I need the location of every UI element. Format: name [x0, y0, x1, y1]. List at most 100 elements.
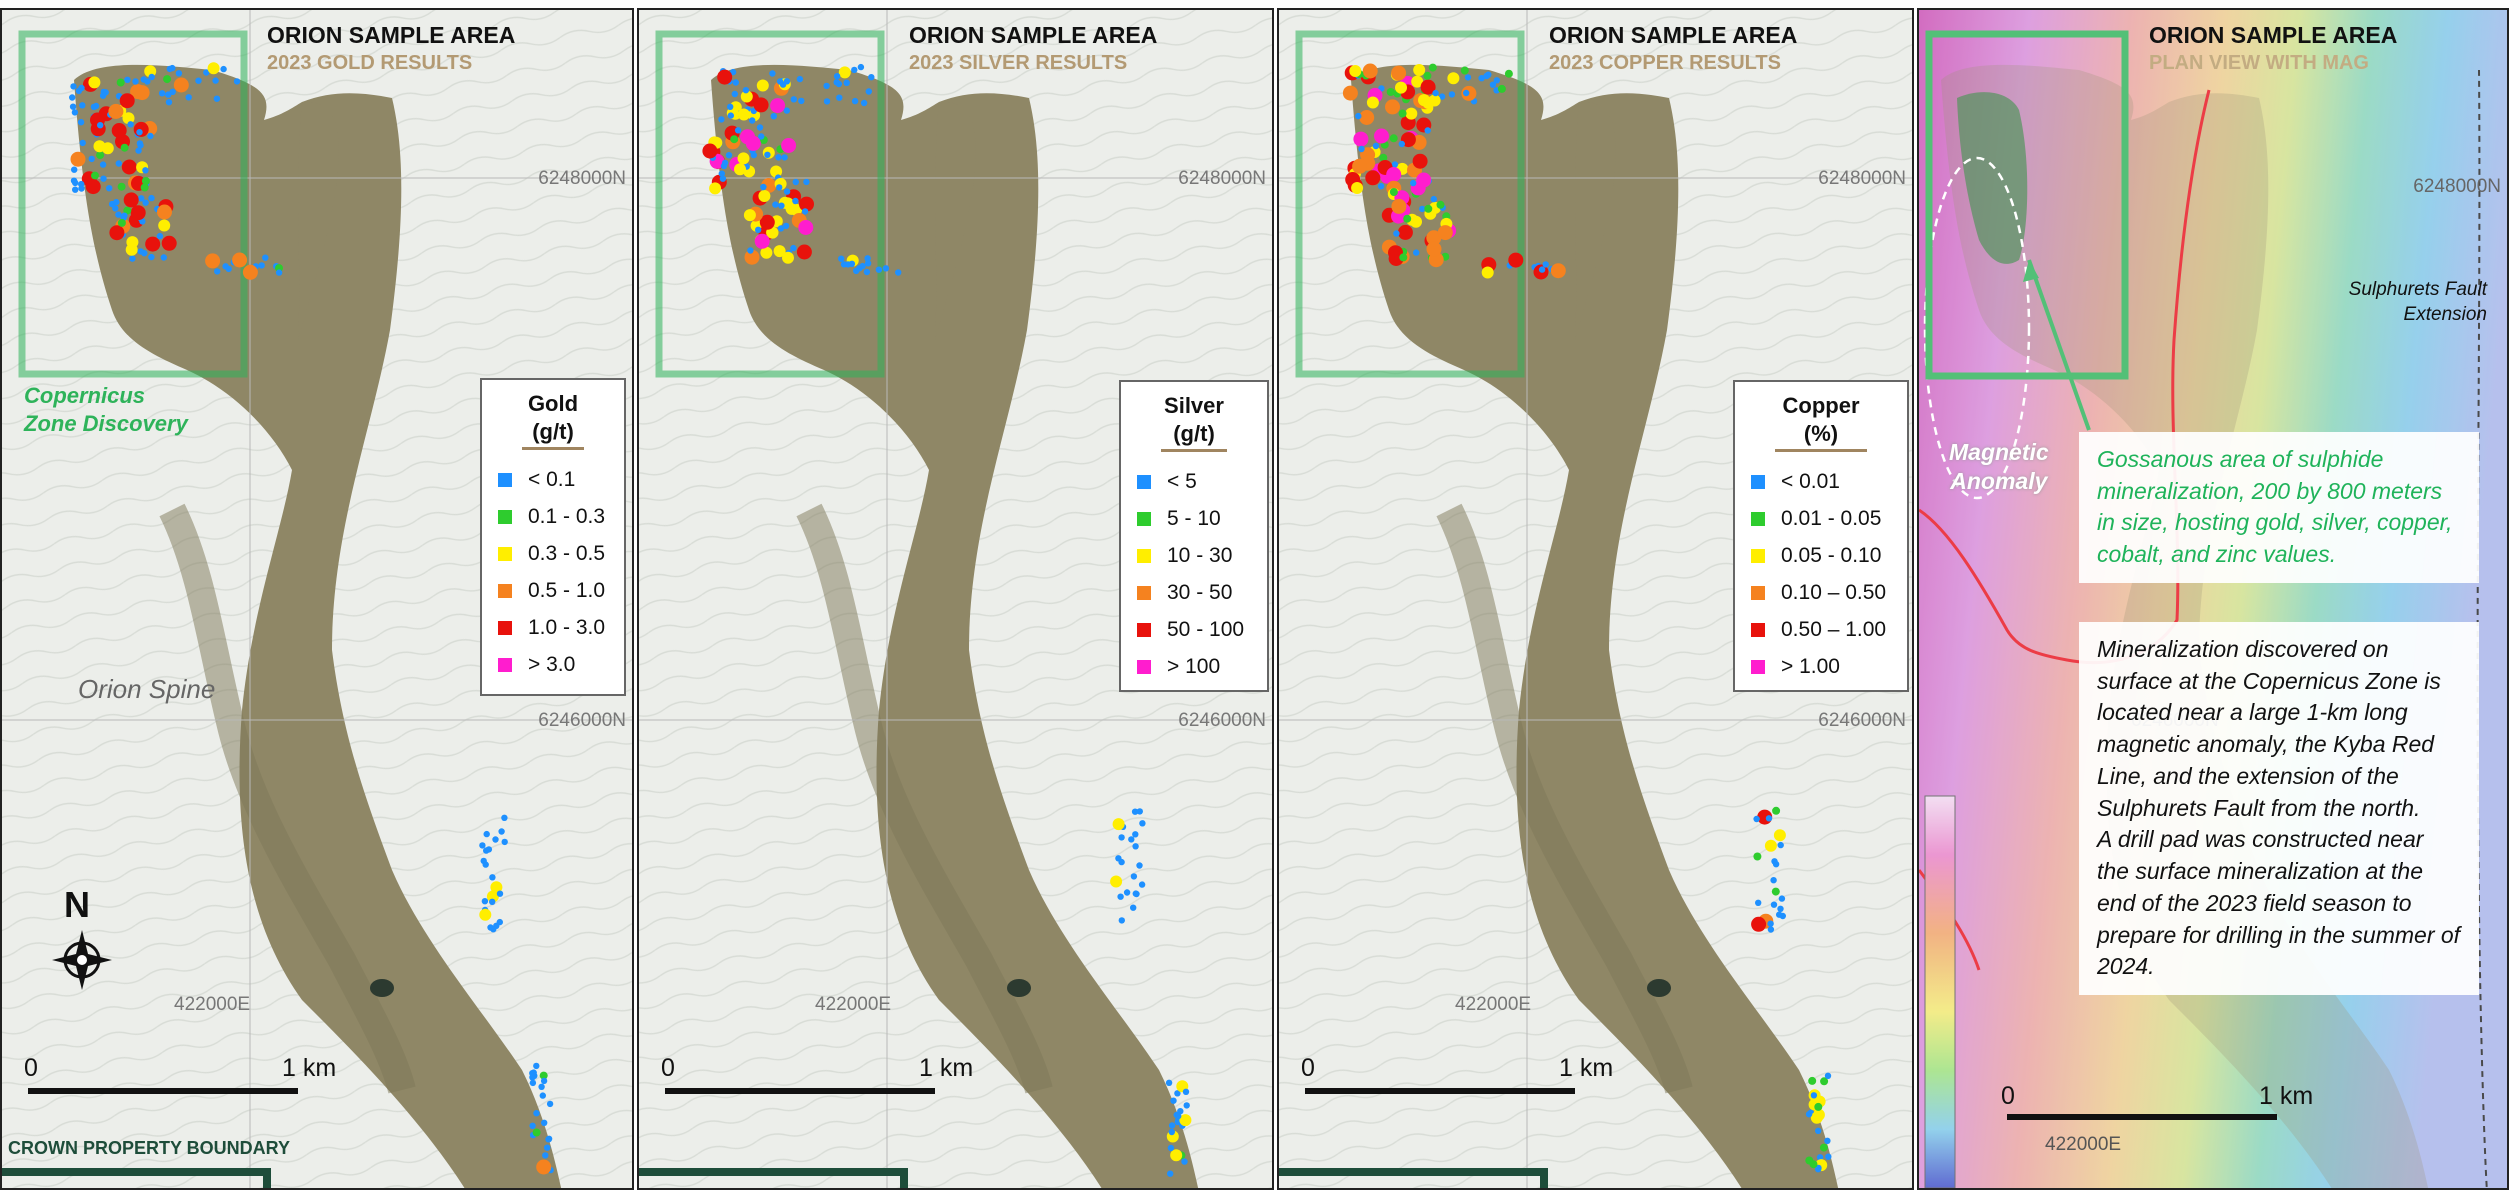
sample-point [743, 209, 756, 222]
sample-point [1386, 167, 1402, 182]
sample-point [161, 235, 177, 251]
sample-point [753, 97, 769, 113]
sample-point [214, 268, 221, 275]
northing-label: 6248000N [2413, 176, 2501, 197]
sample-point [1424, 127, 1431, 134]
sample-point [120, 143, 129, 152]
sample-point [737, 152, 750, 165]
sample-point [160, 254, 167, 261]
ridge-spur [298, 101, 339, 340]
sample-point [233, 78, 241, 85]
sample-point [1132, 843, 1139, 850]
sample-point [275, 269, 283, 276]
sample-point [734, 127, 742, 134]
scale-zero: 0 [661, 1054, 675, 1082]
sample-point [851, 97, 859, 105]
sample-point [175, 70, 183, 77]
scale-zero: 0 [2001, 1082, 2015, 1110]
sample-point [173, 77, 189, 93]
ridge-shading [159, 503, 416, 1094]
sample-point [96, 151, 105, 160]
sample-point [78, 84, 85, 92]
sample-point [122, 112, 135, 125]
legend-label: 30 - 50 [1167, 581, 1233, 605]
northing-label: 6248000N [1178, 168, 1266, 189]
sample-point [1130, 904, 1137, 911]
sample-point [758, 133, 765, 140]
legend-item: 0.3 - 0.5 [494, 536, 612, 573]
sample-point [545, 1136, 552, 1143]
sample-point [833, 73, 841, 80]
sample-point [1397, 224, 1413, 240]
sample-point [1771, 887, 1780, 896]
legend-item: 50 - 100 [1133, 612, 1255, 649]
sample-point [851, 66, 858, 74]
sample-point [1170, 1097, 1177, 1104]
sample-point [737, 108, 750, 121]
sample-point [1377, 183, 1385, 190]
sample-point [165, 99, 173, 106]
sample-point [1133, 890, 1140, 898]
sample-point [538, 1083, 545, 1091]
sample-point [119, 93, 135, 109]
gossan-callout: Gossanous area of sulphide mineralizatio… [2079, 432, 2479, 583]
property-boundary [1279, 1168, 1548, 1188]
sample-point [1825, 1153, 1832, 1160]
sample-point [137, 142, 144, 149]
legend-item: 0.1 - 0.3 [494, 499, 612, 536]
sample-point [157, 204, 172, 220]
sample-point [72, 186, 79, 193]
northing-label: 6246000N [538, 710, 626, 731]
sample-point [1426, 230, 1442, 246]
sample-point [868, 74, 875, 81]
sample-point [864, 260, 872, 267]
sample-point [1437, 225, 1453, 241]
sample-point [540, 1077, 548, 1085]
sample-point [145, 236, 161, 252]
sample-point [1824, 1072, 1832, 1080]
sample-point [1365, 170, 1381, 186]
sample-point [490, 881, 503, 894]
sample-point [1167, 1144, 1175, 1152]
sample-point [90, 103, 98, 111]
sample-point [749, 117, 756, 124]
sample-point [127, 121, 134, 128]
sample-point [1810, 1092, 1818, 1099]
sample-point [835, 80, 843, 88]
sample-point [1542, 261, 1549, 268]
sample-point [764, 151, 771, 158]
sample-point [108, 103, 124, 119]
sample-point [1115, 855, 1122, 862]
sample-point [148, 253, 155, 261]
callout-pointer [2027, 259, 2091, 431]
legend-label: 50 - 100 [1167, 618, 1245, 642]
legend-title: Silver [1164, 393, 1224, 418]
sample-point [729, 68, 737, 76]
sample-point [1174, 1090, 1181, 1097]
sample-point [1753, 852, 1762, 861]
panel-title: ORION SAMPLE AREA [2149, 22, 2398, 48]
sample-point [1385, 99, 1400, 115]
panel-title: ORION SAMPLE AREA [909, 22, 1158, 48]
sample-point [895, 269, 902, 276]
northing-label: 6246000N [1178, 710, 1266, 731]
sample-point [1112, 818, 1125, 831]
sample-point [533, 1062, 540, 1070]
legend-label: 0.01 - 0.05 [1781, 507, 1882, 531]
sample-point [744, 249, 760, 265]
sample-point [185, 94, 192, 101]
legend-swatch [498, 473, 512, 488]
orion-spine-label: Orion Spine [78, 674, 216, 704]
sample-point [207, 62, 220, 75]
sample-points [1342, 63, 1832, 1173]
sample-point [754, 233, 770, 249]
legend-swatch [1137, 512, 1151, 527]
sample-point [1349, 65, 1362, 77]
sample-point [1165, 1079, 1173, 1087]
sample-point [88, 76, 101, 89]
legend-title: Gold [527, 391, 579, 416]
sample-point [69, 103, 77, 110]
sample-point [838, 255, 845, 262]
sample-area-box [18, 30, 248, 378]
